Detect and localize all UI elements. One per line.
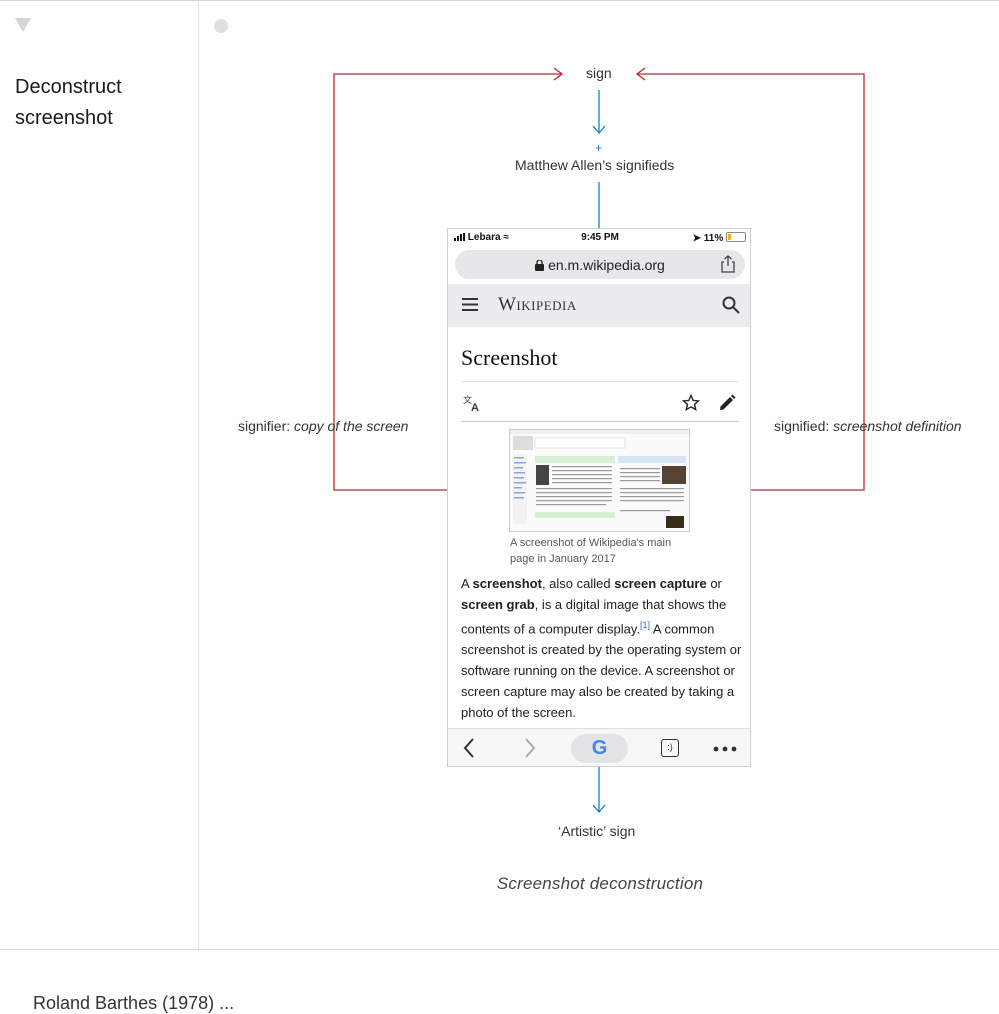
status-bar: Lebara ≈ 9:45 PM ➤ 11% xyxy=(448,229,750,247)
divider xyxy=(461,381,739,382)
content-frame: Deconstruct screenshot xyxy=(0,0,999,951)
collapse-toggle-icon[interactable] xyxy=(15,18,31,32)
footer-text: Roland Barthes (1978) ... xyxy=(33,993,235,1013)
location-icon: ➤ xyxy=(692,233,701,244)
forward-arrow-icon[interactable] xyxy=(523,737,537,759)
sign-label: sign xyxy=(586,65,612,81)
bullet-dot-icon xyxy=(214,19,228,33)
signifier-connector xyxy=(333,67,564,491)
signifieds-label: Matthew Allen’s signifieds xyxy=(515,157,675,173)
phone-screenshot: Lebara ≈ 9:45 PM ➤ 11% en.m.wikipedia.or… xyxy=(447,228,751,767)
signified-label: signified: screenshot definition xyxy=(774,418,962,434)
language-icon[interactable]: 文 A xyxy=(463,394,483,412)
thumbnail-caption: A screenshot of Wikipedia's main page in… xyxy=(510,537,672,565)
figure-caption: Screenshot deconstruction xyxy=(496,874,704,893)
left-column: Deconstruct screenshot xyxy=(0,1,199,951)
lock-icon xyxy=(535,259,545,271)
artistic-down-arrow xyxy=(592,767,606,813)
search-icon[interactable] xyxy=(722,296,740,314)
wikipedia-thumbnail-image[interactable] xyxy=(509,429,690,532)
svg-text:文: 文 xyxy=(463,394,472,406)
tabs-button[interactable]: :) xyxy=(661,739,679,757)
carrier: Lebara ≈ xyxy=(454,232,509,243)
plus-label: + xyxy=(595,141,603,155)
wikipedia-logo[interactable]: Wikipedia xyxy=(498,294,577,315)
url-text: en.m.wikipedia.org xyxy=(455,257,745,273)
page-tools: 文 A xyxy=(461,391,739,415)
signal-icon xyxy=(454,233,465,241)
diagram-lines xyxy=(333,67,865,813)
share-icon[interactable] xyxy=(720,255,736,273)
artistic-sign-label: ‘Artistic’ sign xyxy=(558,823,636,839)
page-title: Screenshot xyxy=(461,345,558,370)
back-arrow-icon[interactable] xyxy=(462,737,476,759)
article-body: A screenshot, also called screen capture… xyxy=(461,576,742,721)
battery-icon xyxy=(726,232,746,242)
wiki-header: Wikipedia xyxy=(448,284,750,327)
battery: ➤ 11% xyxy=(693,232,746,244)
edit-pencil-icon[interactable] xyxy=(718,394,736,412)
svg-text:A: A xyxy=(471,402,479,412)
status-time: 9:45 PM xyxy=(581,232,619,243)
google-button[interactable]: G xyxy=(571,734,628,763)
wifi-icon: ≈ xyxy=(503,232,509,243)
reference-link[interactable]: [1] xyxy=(639,620,650,630)
section-title: Deconstruct screenshot xyxy=(15,76,122,129)
google-icon: G xyxy=(591,737,608,759)
sign-down-arrow xyxy=(592,90,606,134)
thumbnail-graphic xyxy=(510,430,689,531)
star-icon[interactable] xyxy=(682,394,700,412)
url-bar[interactable]: en.m.wikipedia.org xyxy=(455,250,745,279)
hamburger-menu-icon[interactable] xyxy=(462,298,478,311)
signifier-label: signifier: copy of the screen xyxy=(238,418,409,434)
signified-connector xyxy=(635,67,865,491)
divider xyxy=(461,421,739,422)
more-options-icon[interactable] xyxy=(713,746,737,752)
browser-toolbar: G :) xyxy=(448,728,750,766)
